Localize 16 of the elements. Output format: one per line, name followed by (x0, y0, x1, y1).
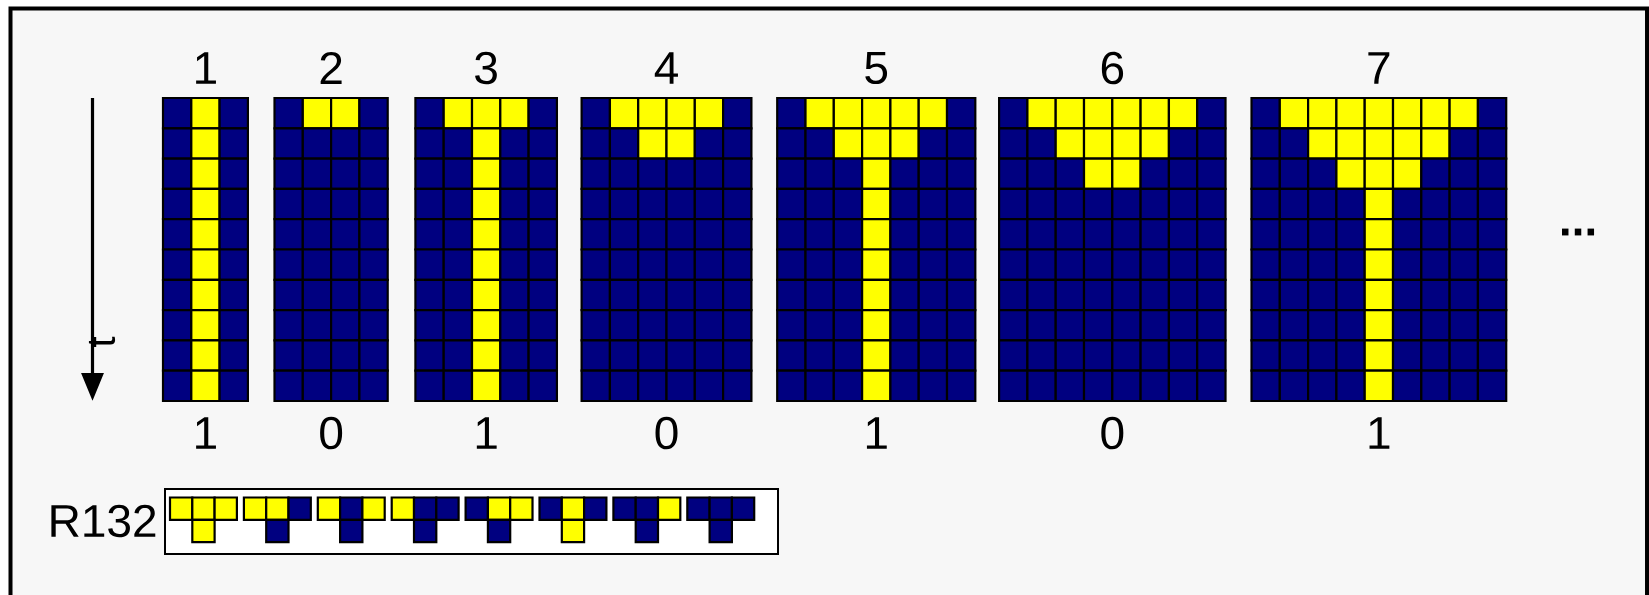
output-bit: 0 (320, 416, 343, 450)
rule-label: R132 (51, 504, 156, 538)
output-bit: 0 (655, 416, 678, 450)
column-number: 5 (865, 51, 888, 85)
output-bit: 1 (1369, 417, 1390, 449)
output-bit: 1 (196, 417, 216, 449)
column-number: 1 (196, 52, 216, 84)
column-number: 2 (320, 51, 342, 85)
column-number: 4 (654, 52, 678, 84)
column-number: 3 (475, 51, 497, 85)
ellipsis: ... (1562, 228, 1595, 236)
output-bit: 0 (1101, 416, 1124, 450)
column-number: 7 (1368, 52, 1390, 84)
column-number: 6 (1101, 51, 1124, 85)
output-bit: 1 (476, 417, 497, 449)
output-bit: 1 (866, 417, 887, 449)
